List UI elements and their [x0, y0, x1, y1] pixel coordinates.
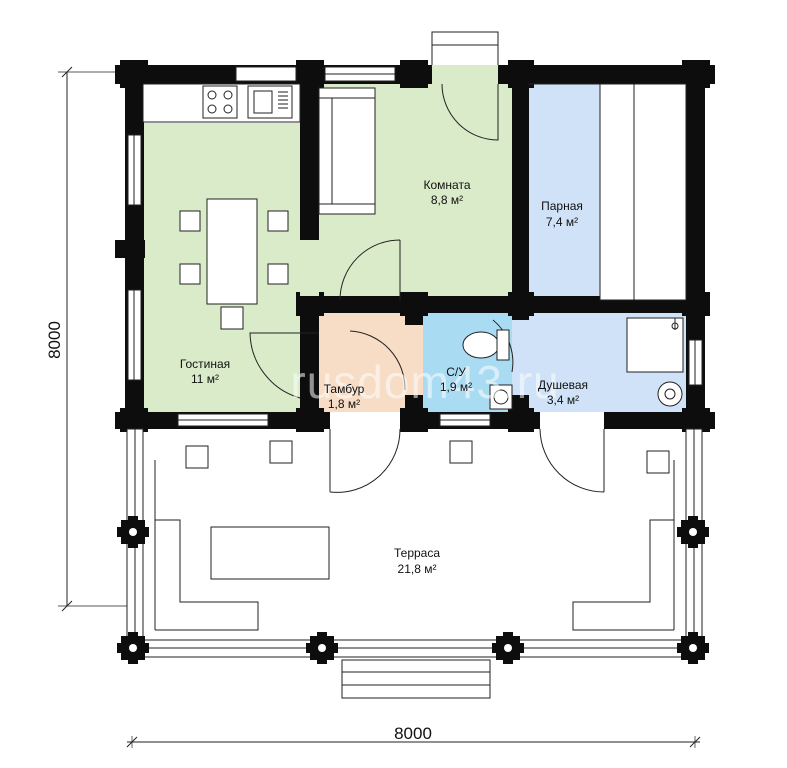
room-name: Терраса [394, 546, 440, 560]
room-label-komnata: Комната 8,8 м² [424, 178, 471, 207]
room-label-terrasa: Терраса 21,8 м² [394, 546, 440, 576]
room-area: 11 м² [191, 372, 219, 386]
sauna-benches [528, 83, 687, 301]
top-steps [431, 31, 499, 69]
windows [127, 66, 703, 427]
room-name: Гостиная [180, 357, 230, 371]
room-label-parnaya: Парная 7,4 м² [541, 199, 583, 229]
room-area: 21,8 м² [398, 562, 437, 576]
room-area: 8,8 м² [431, 193, 463, 207]
dining-table [179, 198, 289, 330]
terrace-posts [117, 516, 709, 664]
room-area: 7,4 м² [546, 215, 578, 229]
toilet [462, 329, 513, 410]
bottom-steps [341, 659, 491, 699]
room-name: Комната [424, 178, 471, 192]
watermark: rusdom43.ru [290, 356, 559, 408]
room-name: Душевая [538, 378, 588, 392]
room-label-su: С/У 1,9 м² [440, 365, 472, 394]
kitchen [142, 83, 301, 123]
room-name: С/У [446, 365, 466, 379]
sofa [318, 87, 376, 215]
dimension-width: 8000 [126, 724, 701, 748]
shower [626, 317, 684, 407]
room-area: 1,9 м² [440, 380, 472, 394]
room-label-gostinaya: Гостиная 11 м² [180, 357, 230, 386]
room-name: Парная [541, 199, 583, 213]
room-area: 1,8 м² [328, 397, 360, 411]
room-tambur-fill [318, 312, 408, 412]
room-area: 3,4 м² [547, 393, 579, 407]
dimension-height: 8000 [45, 66, 127, 612]
room-label-tambur: Тамбур 1,8 м² [324, 382, 365, 411]
terrace [126, 428, 703, 660]
room-name: Тамбур [324, 382, 365, 396]
dimension-height-label: 8000 [45, 321, 64, 359]
dimension-width-label: 8000 [394, 724, 432, 743]
room-label-dushevaya: Душевая 3,4 м² [538, 378, 588, 407]
